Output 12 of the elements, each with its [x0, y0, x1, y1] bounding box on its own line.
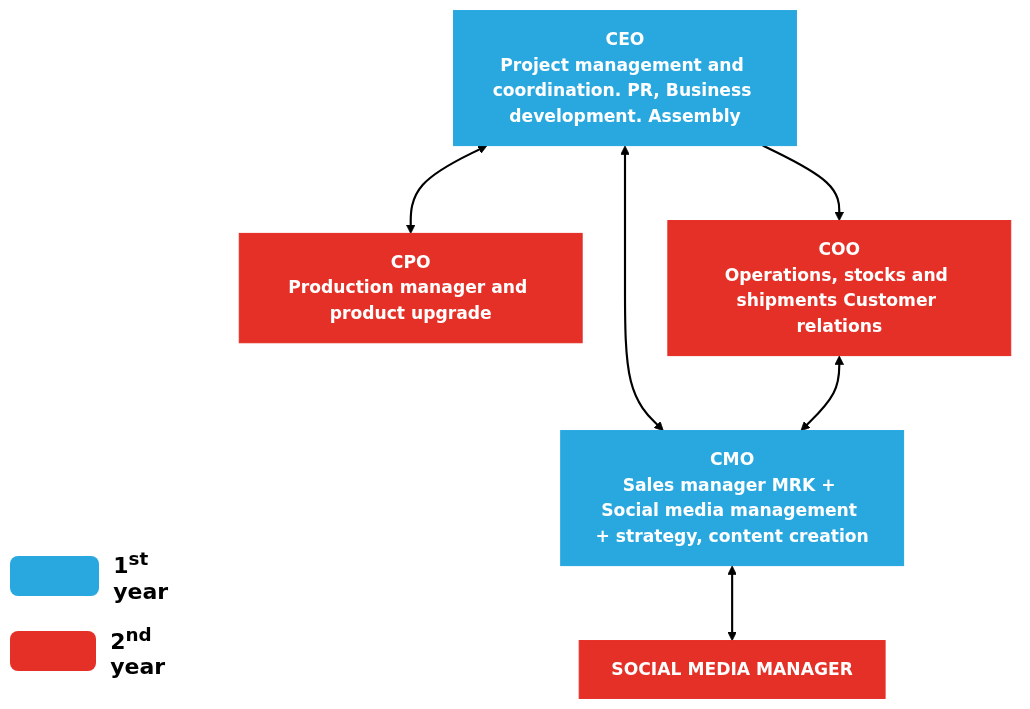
legend-label: 1$^{st}$ year: [113, 548, 170, 604]
arrow: [800, 355, 844, 431]
arrow: [762, 144, 844, 221]
node-box: SOCIAL MEDIA MANAGER: [578, 640, 886, 699]
node-box: CMO Sales manager MRK + Social media management + strategy, content creation: [560, 430, 905, 567]
arrow: [406, 145, 488, 234]
legend-label: 2$^{nd}$ year: [110, 623, 167, 679]
arrow: [620, 145, 664, 431]
node-box: CEO Project management and coordination. PR, Business development. Assembly: [453, 10, 797, 147]
node-box: CPO Production manager and product upgrade: [238, 232, 583, 344]
node-box: COO Operations, stocks and shipments Customer relations: [667, 220, 1012, 357]
arrow: [727, 565, 737, 641]
